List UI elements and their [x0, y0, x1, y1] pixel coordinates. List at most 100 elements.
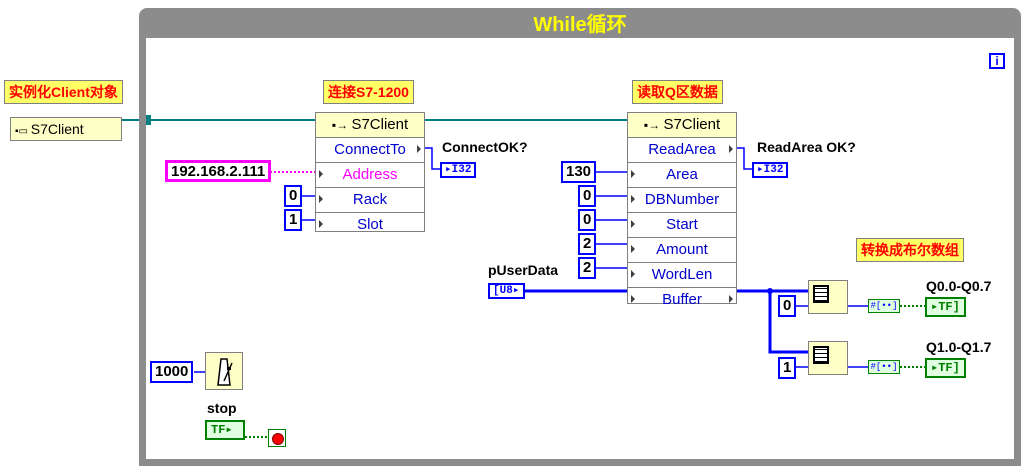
input-arrow-icon: [319, 170, 323, 178]
input-arrow-icon: [631, 220, 635, 228]
buffer-param-label: Buffer: [662, 291, 702, 308]
index-array-icon: [813, 346, 829, 364]
start-param-label: Start: [666, 216, 698, 233]
metronome-icon: [217, 358, 233, 386]
q1-type: TF: [938, 361, 953, 375]
invoke-icon: ▪→: [643, 118, 664, 132]
label-convert: 转换成布尔数组: [856, 238, 964, 262]
loop-condition-terminal[interactable]: [268, 429, 286, 447]
arrow-icon: ▸: [931, 300, 939, 314]
arrow-icon: ▸: [931, 361, 939, 375]
connectok-type: I32: [451, 164, 472, 176]
constructor-icon: ▪▭: [15, 126, 31, 137]
label-instantiate: 实例化Client对象: [4, 80, 123, 104]
connectok-label: ConnectOK?: [442, 139, 528, 155]
read-buffer-param[interactable]: Buffer: [628, 288, 736, 312]
read-wordlen-param[interactable]: WordLen: [628, 263, 736, 288]
info-icon[interactable]: i: [989, 53, 1005, 69]
connect-address-param[interactable]: Address: [316, 163, 424, 188]
area-param-label: Area: [666, 166, 698, 183]
tunnel-ref: [141, 115, 151, 125]
arrow-icon: ▸: [445, 164, 452, 176]
wait-ms-node[interactable]: [205, 352, 243, 390]
index-array-node-1[interactable]: [808, 341, 848, 375]
input-arrow-icon: [631, 245, 635, 253]
wait-ms-constant[interactable]: 1000: [150, 361, 194, 383]
read-dbnumber-param[interactable]: DBNumber: [628, 188, 736, 213]
rack-param-label: Rack: [352, 191, 388, 208]
stop-sign-icon: [272, 433, 284, 445]
bracket-icon: ]: [952, 300, 960, 314]
amount-constant[interactable]: 2: [578, 233, 597, 255]
index-array-icon: [813, 285, 829, 303]
s7client-constructor[interactable]: ▪▭ S7Client: [10, 117, 122, 141]
read-node-class: S7Client: [663, 116, 721, 133]
bracket-icon: [: [493, 285, 500, 297]
q1-indicator[interactable]: ▸TF]: [925, 358, 966, 378]
connect-rack-param[interactable]: Rack: [316, 188, 424, 213]
wordlen-constant[interactable]: 2: [578, 257, 597, 279]
label-connect: 连接S7-1200: [323, 80, 414, 104]
connect-slot-param[interactable]: Slot: [316, 213, 424, 237]
arrow-icon: ▸: [757, 164, 764, 176]
num-to-bool-node-0[interactable]: #[••]: [868, 299, 900, 313]
arrow-icon: ▸: [512, 285, 520, 297]
read-amount-param[interactable]: Amount: [628, 238, 736, 263]
while-loop-frame[interactable]: [139, 8, 1021, 466]
read-node-header: ▪→ S7Client: [628, 113, 736, 138]
connect-method[interactable]: ConnectTo: [316, 138, 424, 163]
bracket-icon: ]: [952, 361, 960, 375]
readok-indicator[interactable]: ▸I32: [752, 162, 789, 178]
invoke-icon: ▪→: [331, 118, 352, 132]
address-param-label: Address: [342, 166, 398, 183]
wire-readok: [737, 147, 752, 170]
puserdata-label: pUserData: [488, 262, 559, 278]
q1-label: Q1.0-Q1.7: [926, 339, 992, 355]
readok-label: ReadArea OK?: [757, 139, 856, 155]
while-loop-title: While循环: [533, 14, 627, 36]
q0-indicator[interactable]: ▸TF]: [925, 297, 966, 317]
index0-constant[interactable]: 0: [778, 295, 797, 317]
stop-control[interactable]: TF▸: [205, 420, 245, 440]
address-constant[interactable]: 192.168.2.111: [165, 160, 272, 182]
output-arrow-icon: [729, 145, 733, 153]
wire-connectok: [425, 147, 440, 170]
connectok-indicator[interactable]: ▸I32: [440, 162, 477, 178]
wordlen-param-label: WordLen: [651, 266, 713, 283]
constructor-label: S7Client: [30, 121, 84, 137]
area-constant[interactable]: 130: [561, 161, 597, 183]
input-arrow-icon: [631, 170, 635, 178]
output-arrow-icon: [729, 295, 733, 303]
readarea-node[interactable]: ▪→ S7Client ReadArea Area DBNumber Start…: [627, 112, 737, 308]
rack-constant[interactable]: 0: [284, 185, 303, 207]
read-method[interactable]: ReadArea: [628, 138, 736, 163]
wire-junction: [767, 288, 773, 294]
wire-buffer-branch: [768, 291, 808, 354]
q0-label: Q0.0-Q0.7: [926, 278, 992, 294]
read-start-param[interactable]: Start: [628, 213, 736, 238]
num-to-bool-node-1[interactable]: #[••]: [868, 360, 900, 374]
stop-type: TF: [211, 423, 226, 437]
index-array-node-0[interactable]: [808, 280, 848, 314]
output-arrow-icon: [417, 145, 421, 153]
input-arrow-icon: [319, 195, 323, 203]
connect-node[interactable]: ▪→ S7Client ConnectTo Address Rack Slot: [315, 112, 425, 233]
slot-constant[interactable]: 1: [284, 209, 303, 231]
dbnumber-constant[interactable]: 0: [578, 185, 597, 207]
label-read: 读取Q区数据: [632, 80, 723, 104]
input-arrow-icon: [631, 295, 635, 303]
stop-label: stop: [207, 400, 237, 416]
slot-param-label: Slot: [357, 216, 383, 233]
input-arrow-icon: [631, 195, 635, 203]
amount-param-label: Amount: [656, 241, 708, 258]
connect-node-header: ▪→ S7Client: [316, 113, 424, 138]
readok-type: I32: [763, 164, 784, 176]
start-constant[interactable]: 0: [578, 209, 597, 231]
index1-constant[interactable]: 1: [778, 357, 797, 379]
connect-method-label: ConnectTo: [334, 141, 406, 158]
puserdata-control[interactable]: [U8▸: [488, 283, 525, 299]
read-method-label: ReadArea: [648, 141, 716, 158]
read-area-param[interactable]: Area: [628, 163, 736, 188]
q0-type: TF: [938, 300, 953, 314]
